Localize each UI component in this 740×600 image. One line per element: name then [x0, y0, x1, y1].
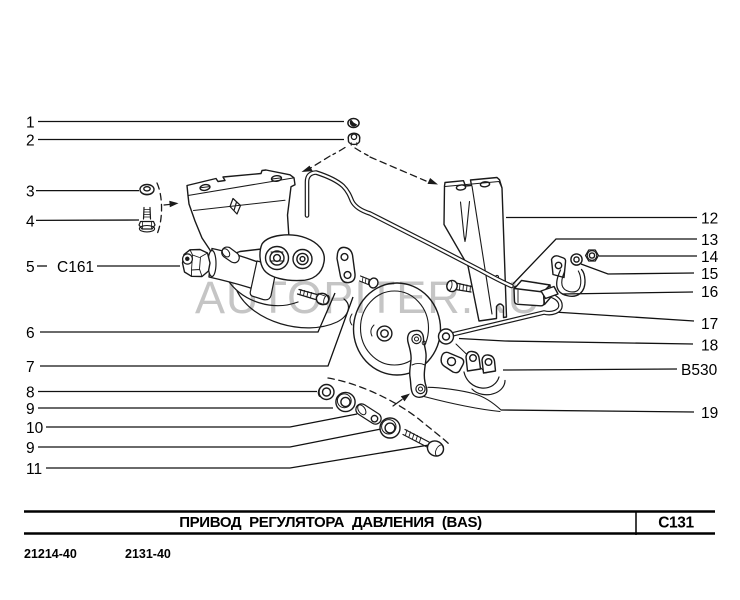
svg-text:18: 18 — [701, 338, 718, 355]
svg-text:12: 12 — [701, 210, 718, 227]
svg-text:14: 14 — [701, 249, 719, 266]
svg-text:13: 13 — [701, 232, 718, 249]
svg-text:7: 7 — [26, 359, 35, 376]
svg-text:B530: B530 — [681, 362, 718, 379]
svg-text:11: 11 — [26, 461, 42, 478]
svg-text:17: 17 — [701, 316, 718, 333]
svg-text:C131: C131 — [658, 515, 694, 532]
svg-text:5: 5 — [26, 259, 35, 276]
svg-text:16: 16 — [701, 284, 718, 301]
svg-text:3: 3 — [26, 184, 35, 201]
svg-text:21214-40: 21214-40 — [24, 547, 77, 561]
svg-text:6: 6 — [26, 325, 35, 342]
svg-text:9: 9 — [26, 401, 35, 418]
svg-text:8: 8 — [26, 385, 35, 402]
svg-text:2: 2 — [26, 132, 35, 149]
svg-text:2131-40: 2131-40 — [125, 547, 171, 561]
svg-text:9: 9 — [26, 440, 35, 457]
svg-text:15: 15 — [701, 266, 718, 283]
svg-text:4: 4 — [26, 214, 35, 231]
svg-text:ПРИВОД РЕГУЛЯТОРА ДАВЛЕНИЯ: ПРИВОД РЕГУЛЯТОРА ДАВЛЕНИЯ (BAS) — [179, 514, 482, 531]
svg-text:19: 19 — [701, 405, 718, 422]
svg-text:10: 10 — [26, 420, 44, 437]
svg-text:C161: C161 — [57, 259, 94, 276]
svg-text:1: 1 — [26, 114, 35, 131]
